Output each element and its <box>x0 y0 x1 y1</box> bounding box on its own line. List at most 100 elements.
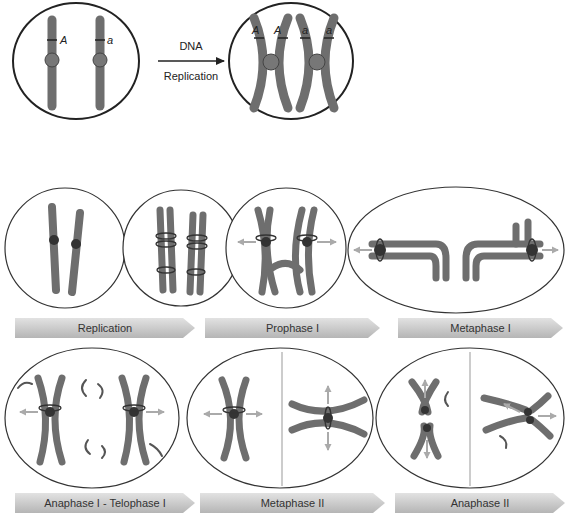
centromere <box>129 407 139 417</box>
allele-label: A <box>252 24 259 36</box>
spindle-fragment <box>85 440 90 454</box>
chromatid <box>513 226 520 244</box>
stage-label: Anaphase II <box>395 493 565 513</box>
chromatid <box>170 210 173 290</box>
stage-label: Metaphase I <box>398 318 563 338</box>
cohesin-ring <box>123 405 145 411</box>
centromere <box>309 54 325 70</box>
chromosome-group <box>254 18 334 108</box>
chromatid <box>300 18 309 108</box>
chromatid <box>486 418 526 430</box>
chromatid <box>38 378 46 462</box>
cohesin-ring <box>223 407 245 413</box>
spindle-fragment <box>445 392 448 406</box>
chromatid <box>200 215 203 292</box>
stage-label: Anaphase I - Telophase I <box>15 493 195 513</box>
spindle-fragment <box>98 384 103 398</box>
allele-label: A <box>60 34 67 46</box>
spindle-fragment <box>18 383 32 388</box>
chromatid <box>122 378 130 462</box>
cell-outline <box>187 348 373 488</box>
cohesin-ring <box>297 235 317 241</box>
cell-outline <box>123 190 239 306</box>
spindle-arrow <box>538 415 556 417</box>
centromere <box>71 239 81 249</box>
cohesin-ring <box>156 241 176 247</box>
chromosome-figure <box>230 4 352 118</box>
chromosome <box>52 207 56 290</box>
cohesin-ring <box>187 235 207 241</box>
band-shape <box>395 493 565 513</box>
centromere <box>302 237 312 247</box>
gene-locus <box>254 37 334 39</box>
band-shape <box>205 318 380 338</box>
chiasma <box>272 263 300 270</box>
cohesin-ring <box>156 233 176 239</box>
centromere <box>524 408 532 416</box>
chromatid <box>139 378 146 462</box>
spindle-arrow <box>20 411 38 413</box>
band-shape <box>15 318 195 338</box>
cell-outline <box>376 348 564 488</box>
stage-band: Replication <box>15 318 195 338</box>
stage-label: Metaphase II <box>200 493 385 513</box>
band-shape <box>15 493 195 513</box>
chromosome-group <box>52 20 100 106</box>
centromere <box>421 406 429 414</box>
chromosome <box>72 213 80 292</box>
band-shape <box>200 493 385 513</box>
cohesin-ring <box>187 243 207 249</box>
spindle-arrow <box>317 241 336 243</box>
spindle-fragment <box>102 446 105 458</box>
centromere <box>263 54 279 70</box>
chromatid <box>222 380 231 458</box>
chromatid <box>239 380 246 458</box>
cell-outline <box>226 188 346 308</box>
spindle-fragment <box>150 444 162 456</box>
stage-band: Prophase I <box>205 318 380 338</box>
chromatid <box>532 420 550 436</box>
stage-label: Replication <box>15 318 195 338</box>
cell-outline <box>5 348 179 488</box>
chromosome-figure <box>14 4 138 118</box>
chromatid <box>55 378 62 462</box>
spindle-arrow <box>504 404 520 412</box>
chromatid <box>372 244 446 278</box>
centromere <box>261 237 271 247</box>
stage-band: Anaphase II <box>395 493 565 513</box>
allele-label: a <box>302 24 308 36</box>
chromatid <box>160 210 163 290</box>
stage-band: Metaphase I <box>398 318 563 338</box>
spindle-arrow <box>327 386 329 404</box>
arrow-label: DNA Replication <box>156 31 226 91</box>
cell-outline <box>5 188 125 308</box>
cell-circle: Aa <box>12 2 140 120</box>
spindle-arrow <box>426 440 428 458</box>
chromatid <box>414 426 424 456</box>
cell-division-line <box>281 352 283 486</box>
chromatid <box>325 18 334 108</box>
spindle-arrow <box>542 249 558 251</box>
chromatid <box>267 210 275 292</box>
allele-label: a <box>107 34 113 46</box>
band-shape <box>398 318 563 338</box>
cell-division-line <box>469 352 471 486</box>
cohesin-ring <box>256 235 276 241</box>
chromatid <box>466 244 540 278</box>
spindle-arrow <box>327 432 329 450</box>
centromere <box>423 424 431 432</box>
cohesin-ring <box>325 407 331 429</box>
spindle-arrow <box>246 413 262 415</box>
spindle-arrow <box>424 380 426 398</box>
centromere <box>49 235 59 245</box>
centromere <box>526 416 534 424</box>
cohesin-ring <box>39 405 61 411</box>
spindle-fragment <box>82 380 86 396</box>
allele-label: a <box>326 24 332 36</box>
cell-outline <box>348 187 564 313</box>
centromere <box>45 407 55 417</box>
cohesin-ring <box>187 269 205 275</box>
chromatid <box>295 210 302 292</box>
allele-label: A <box>274 24 281 36</box>
stage-band: Metaphase II <box>200 493 385 513</box>
